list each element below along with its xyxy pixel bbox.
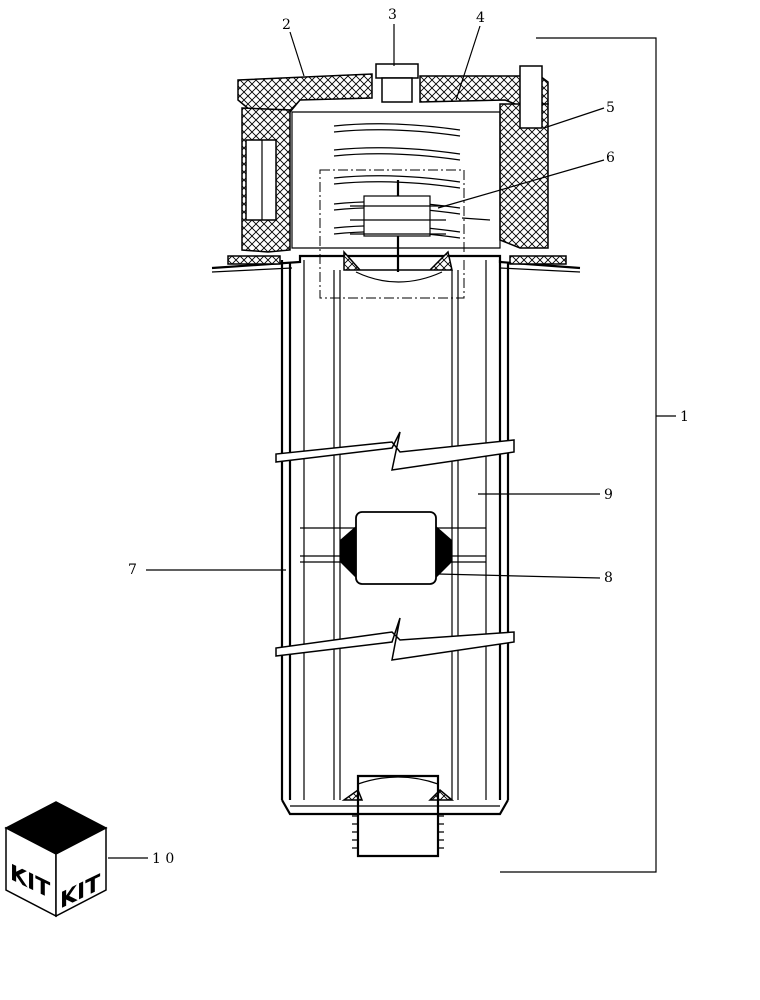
callout-8: 8 — [604, 570, 613, 586]
callout-7: 7 — [128, 562, 137, 578]
leader-lines — [108, 24, 605, 859]
kit-cube-icon: KIT KIT — [4, 801, 108, 918]
filter-head-cover — [211, 63, 581, 273]
callout-10: 1 0 — [152, 851, 174, 867]
filter-element-housing — [280, 250, 510, 816]
assembly-bracket — [500, 37, 676, 873]
bypass-valve-spring — [291, 111, 501, 299]
outlet-fitting — [352, 774, 444, 858]
callout-9: 9 — [604, 487, 613, 503]
callout-4: 4 — [476, 10, 485, 26]
callout-5: 5 — [606, 100, 615, 116]
section-break-lines — [275, 431, 515, 661]
callout-6: 6 — [606, 150, 615, 166]
callout-1: 1 — [680, 409, 689, 425]
callout-2: 2 — [282, 17, 291, 33]
callout-3: 3 — [388, 7, 397, 23]
magnetic-insert — [300, 511, 486, 585]
